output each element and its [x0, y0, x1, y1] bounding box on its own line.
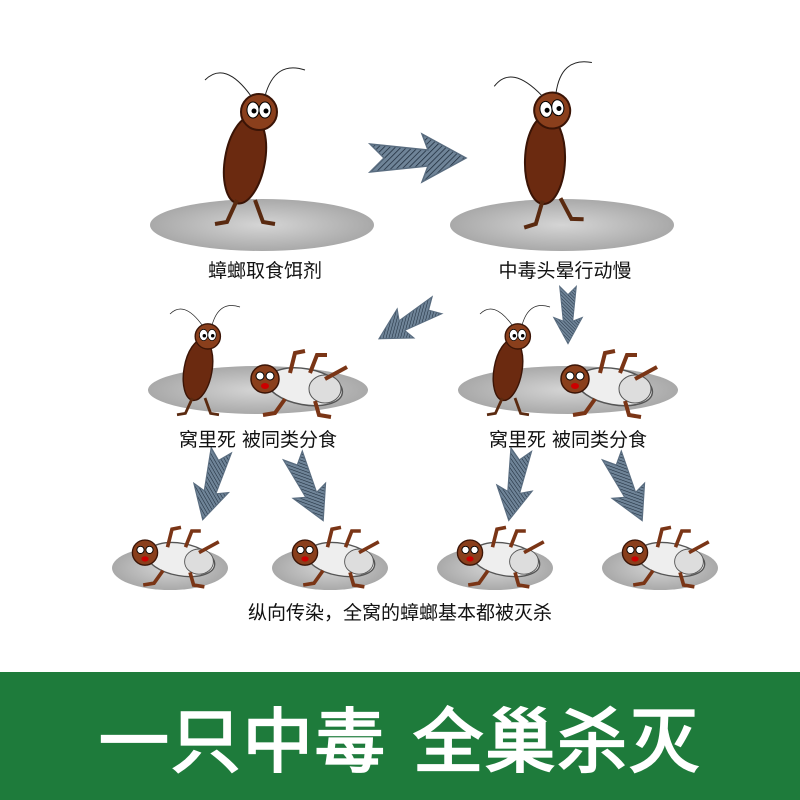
arrow-down-3-icon	[490, 445, 540, 525]
arrow-right-icon	[369, 133, 467, 183]
slogan-text: 一只中毒 全巢杀灭	[98, 700, 702, 783]
shadow-eat	[150, 199, 374, 251]
step-poisoned-label: 中毒头晕行动慢	[498, 260, 632, 282]
arrow-down-1-icon	[184, 445, 240, 525]
diagram-art	[112, 58, 718, 590]
slogan-banner: 一只中毒 全巢杀灭	[0, 672, 800, 800]
arrow-down-left-icon	[369, 290, 447, 354]
shadow-poisoned	[450, 199, 674, 251]
step-die-left-label: 窝里死 被同类分食	[178, 429, 338, 451]
arrow-down-icon	[553, 285, 583, 345]
step-die-right-label: 窝里死 被同类分食	[488, 429, 648, 451]
caption: 纵向传染，全窝的蟑螂基本都被灭杀	[247, 602, 553, 624]
arrow-down-2-icon	[275, 447, 341, 529]
arrow-down-4-icon	[594, 447, 660, 529]
step-eat-label: 蟑螂取食饵剂	[207, 260, 323, 282]
